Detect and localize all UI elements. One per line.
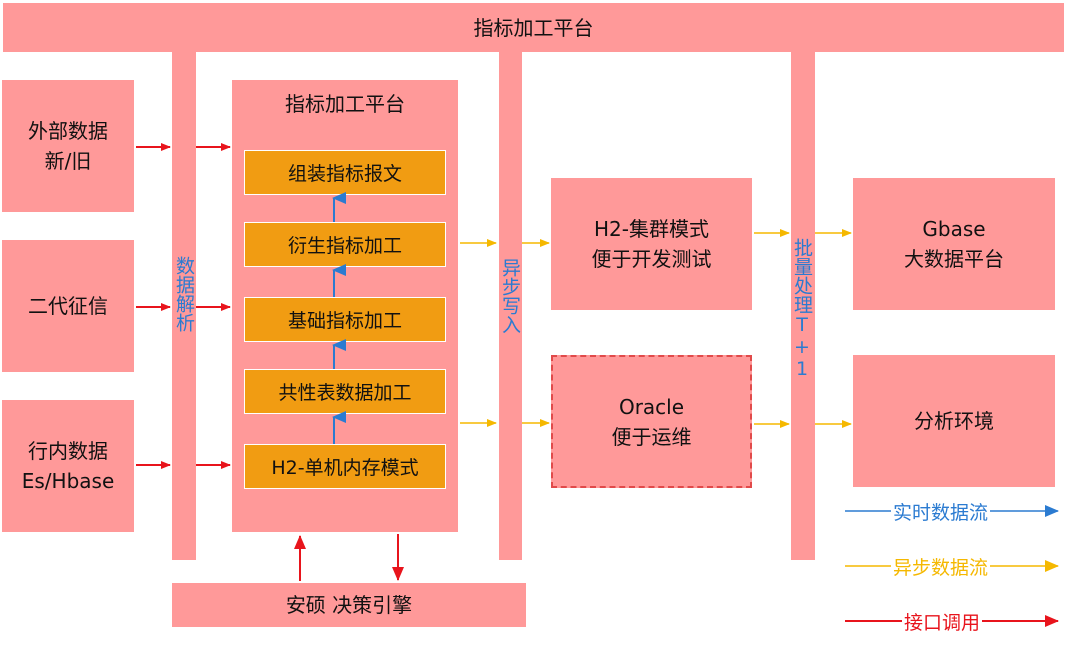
h2-cluster-label: H2-集群模式 便于开发测试 xyxy=(591,217,712,271)
batch-process-bar xyxy=(791,52,815,560)
step-assemble-label: 组装指标报文 xyxy=(287,163,402,185)
top-banner: 指标加工平台 xyxy=(3,3,1064,52)
step-h2-single-label: H2-单机内存模式 xyxy=(271,457,419,479)
engine-red-arrows xyxy=(294,534,404,581)
legend-api-label: 接口调用 xyxy=(902,608,983,635)
oracle-label: Oracle 便于运维 xyxy=(611,394,692,449)
legend-async-label: 异步数据流 xyxy=(891,553,991,580)
step-assemble-report: 组装指标报文 xyxy=(244,150,446,195)
step-basic-indicator: 基础指标加工 xyxy=(244,297,446,342)
analysis-env-box: 分析环境 xyxy=(853,355,1055,487)
step-derived-label: 衍生指标加工 xyxy=(287,235,402,257)
analysis-env-label: 分析环境 xyxy=(914,409,994,433)
gbase-box: Gbase 大数据平台 xyxy=(853,178,1055,310)
decision-engine-label: 安硕 决策引擎 xyxy=(285,593,413,617)
top-banner-label: 指标加工平台 xyxy=(473,15,594,40)
oracle-box: Oracle 便于运维 xyxy=(551,355,752,488)
source-external-data: 外部数据 新/旧 xyxy=(2,80,134,212)
step-h2-single: H2-单机内存模式 xyxy=(244,444,446,489)
gbase-label: Gbase 大数据平台 xyxy=(904,217,1004,271)
data-parse-bar xyxy=(172,52,196,560)
source-credit-report: 二代征信 xyxy=(2,240,134,372)
data-parse-label: 数据解析 xyxy=(173,256,195,332)
async-write-bar xyxy=(499,52,522,560)
source-external-label: 外部数据 新/旧 xyxy=(28,119,108,173)
async-write-label: 异步写入 xyxy=(499,258,521,334)
async-yellow-arrows xyxy=(460,229,852,428)
platform-title: 指标加工平台 xyxy=(285,92,405,116)
batch-process-label: 批量处理T+1 xyxy=(791,238,813,380)
decision-engine-box: 安硕 决策引擎 xyxy=(172,583,526,627)
source-credit-label: 二代征信 xyxy=(28,294,108,318)
source-internal-data: 行内数据 Es/Hbase xyxy=(2,400,134,532)
source-internal-label: 行内数据 Es/Hbase xyxy=(21,439,115,493)
step-common-label: 共性表数据加工 xyxy=(278,382,412,404)
step-common-table: 共性表数据加工 xyxy=(244,369,446,414)
step-basic-label: 基础指标加工 xyxy=(287,310,402,332)
h2-cluster-box: H2-集群模式 便于开发测试 xyxy=(551,178,752,310)
source-red-arrows xyxy=(136,143,231,469)
legend-realtime-label: 实时数据流 xyxy=(891,498,991,525)
